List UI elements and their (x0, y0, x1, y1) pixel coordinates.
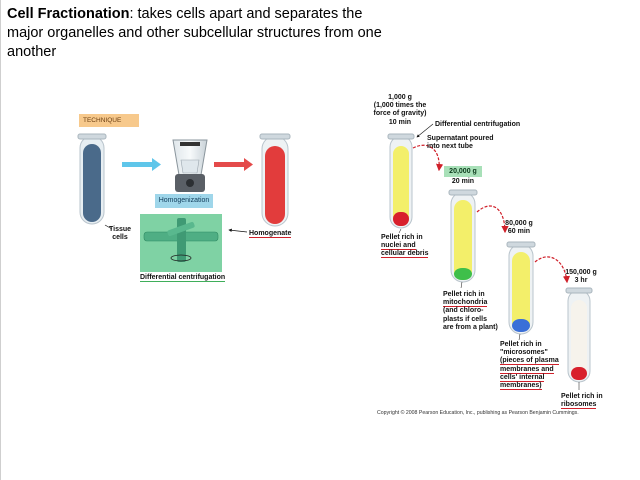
spin-2-speed: 20,000 g (444, 166, 482, 177)
pour-arrow-3 (534, 256, 571, 284)
pellet-4-label: Pellet rich in ribosomes (561, 393, 603, 410)
pointer-homogenate (228, 228, 248, 233)
blender-icon (172, 139, 208, 192)
tube-3 (506, 241, 536, 335)
slide-heading: Cell Fractionation: takes cells apart an… (7, 5, 387, 62)
right-diff-centrifugation-label: Differential centrifugation (435, 121, 521, 128)
arrow-to-homogenate (214, 158, 253, 171)
tissue-cells-tube (77, 133, 107, 225)
pointer-pellet-1 (398, 228, 402, 234)
homogenate-label: Homogenate (249, 230, 292, 238)
centrifuge-panel (140, 214, 222, 272)
pour-arrow-2 (476, 205, 509, 234)
spin-1-conditions: 1,000 g (1,000 times the force of gravit… (373, 94, 427, 126)
left-diff-centrifugation-label: Differential centrifugation (140, 274, 226, 282)
technique-tag: TECHNIQUE (79, 114, 139, 127)
pointer-pellet-3 (518, 333, 521, 341)
spin-2-time: 20 min (451, 178, 475, 185)
pointer-tissue (104, 224, 113, 230)
heading-rest: : takes cells apart and separates the ma… (7, 6, 382, 60)
pellet-1-label: Pellet rich in nuclei and cellular debri… (381, 234, 429, 259)
tube-1 (387, 133, 415, 229)
pointer-diff-centrifugation (416, 123, 434, 138)
tube-4 (565, 287, 593, 383)
homogenate-tube (259, 133, 291, 227)
supernatant-label: Supernatant poured into next tube (427, 135, 494, 151)
copyright-notice: Copyright © 2008 Pearson Education, Inc.… (377, 410, 579, 416)
pour-arrow-1 (412, 144, 444, 172)
spin-4-conditions: 150,000 g 3 hr (565, 269, 597, 285)
arrow-to-blender (122, 158, 161, 171)
spin-3-conditions: 80,000 g 60 min (505, 220, 533, 236)
pointer-pellet-2 (460, 281, 463, 289)
tube-2 (448, 189, 478, 283)
pellet-2-label: Pellet rich in mitochondria (and chloro-… (443, 291, 498, 331)
homogenization-label: Homogenization (155, 194, 213, 208)
pellet-3-label: Pellet rich in "microsomes" (pieces of p… (500, 341, 559, 391)
heading-bold: Cell Fractionation (7, 6, 130, 22)
tissue-cells-label: Tissue cells (108, 226, 132, 242)
